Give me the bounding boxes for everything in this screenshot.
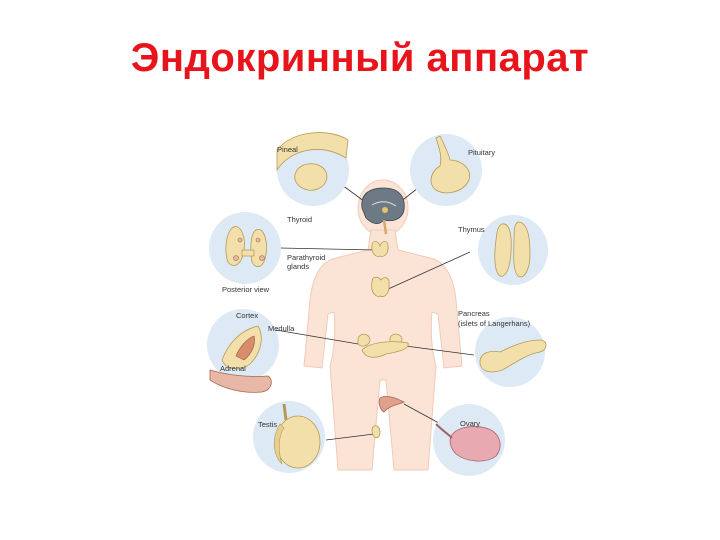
slide-title: Эндокринный аппарат: [130, 36, 590, 80]
ovary-label: Ovary: [460, 419, 480, 428]
cortex-label: Cortex: [236, 311, 258, 320]
pineal-label: Pineal: [277, 145, 298, 154]
pineal-circle: [276, 132, 349, 206]
testis-circle: [253, 401, 325, 473]
diagram-labels: Pineal Pituitary Thyroid Parathyroid gla…: [220, 145, 531, 429]
leader-lines: [275, 181, 475, 441]
testis-label: Testis: [258, 420, 277, 429]
posterior-view-label: Posterior view: [222, 285, 270, 294]
pituitary-circle: [410, 134, 482, 206]
adrenal-circle: [207, 309, 279, 393]
thyroid-circle: [209, 212, 281, 284]
thymus-label: Thymus: [458, 225, 485, 234]
parathyroid-label-line2: glands: [287, 262, 309, 271]
medulla-label: Medulla: [268, 324, 295, 333]
adrenal-label: Adrenal: [220, 364, 246, 373]
ovary-circle: [433, 404, 505, 476]
parathyroid-label: Parathyroid: [287, 253, 325, 262]
pituitary-label: Pituitary: [468, 148, 495, 157]
thymus-circle: [478, 215, 548, 285]
pancreas-label: Pancreas: [458, 309, 490, 318]
pancreas-label-line2: (islets of Langerhans): [458, 319, 531, 328]
brain-drawing: [361, 187, 405, 235]
thyroid-label: Thyroid: [287, 215, 312, 224]
body-glands: [357, 241, 409, 439]
pancreas-circle: [475, 317, 547, 387]
